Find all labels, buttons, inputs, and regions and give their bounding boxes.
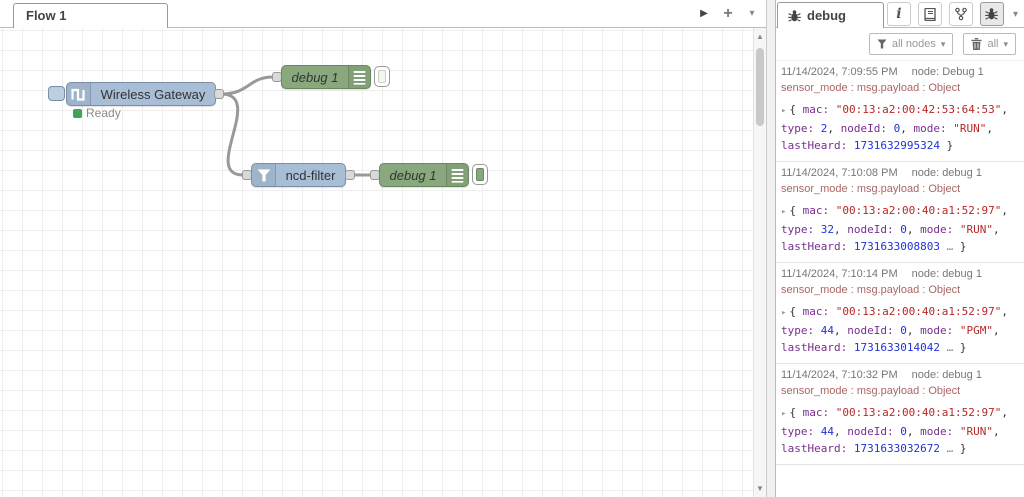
message-payload-json: { mac: "00:13:a2:00:42:53:64:53", type: … — [781, 103, 1008, 152]
node-wireless-gateway[interactable]: Wireless Gateway — [66, 82, 216, 106]
message-topic: sensor_mode : msg.payload : Object — [781, 284, 961, 296]
clear-messages-button[interactable]: all ▾ — [963, 33, 1016, 55]
node-label: debug 1 — [291, 69, 339, 85]
message-meta: 11/14/2024, 7:10:32 PM node: debug 1 — [781, 369, 1016, 382]
bug-icon — [985, 8, 999, 20]
message-timestamp: 11/14/2024, 7:10:32 PM — [781, 369, 898, 381]
scroll-down-icon[interactable]: ▼ — [756, 484, 764, 493]
flow-canvas[interactable]: Wireless Gateway Ready debug 1 — [0, 28, 753, 497]
message-payload[interactable]: ▸{ mac: "00:13:a2:00:40:a1:52:97", type:… — [781, 202, 1016, 255]
flow-list-caret-icon[interactable]: ▾ — [742, 4, 762, 24]
workspace: Flow 1 ▶ + ▾ Wireless Gateway — [0, 0, 766, 497]
debug-message: 11/14/2024, 7:10:14 PM node: debug 1 sens… — [776, 263, 1024, 364]
message-timestamp: 11/14/2024, 7:10:08 PM — [781, 167, 898, 179]
debug-tab-button[interactable] — [979, 2, 1004, 26]
message-meta: 11/14/2024, 7:09:55 PM node: Debug 1 — [781, 66, 1016, 79]
debug-message: 11/14/2024, 7:09:55 PM node: Debug 1 sens… — [776, 61, 1024, 162]
tab-flow-1[interactable]: Flow 1 — [13, 3, 168, 28]
message-meta: 11/14/2024, 7:10:08 PM node: debug 1 — [781, 167, 1016, 180]
debug-sidebar: debug i — [776, 0, 1024, 497]
scroll-up-icon[interactable]: ▲ — [756, 32, 764, 41]
message-node: node: debug 1 — [911, 268, 982, 280]
message-topic: sensor_mode : msg.payload : Object — [781, 82, 961, 94]
expand-arrow-icon[interactable]: ▸ — [781, 207, 787, 217]
debug-toolbar: all nodes ▾ all ▾ — [776, 28, 1024, 60]
toggle-state — [378, 70, 386, 83]
status-text: Ready — [86, 106, 121, 120]
debug-message-list[interactable]: 11/14/2024, 7:09:55 PM node: Debug 1 sens… — [776, 60, 1024, 497]
message-node: node: debug 1 — [911, 369, 982, 381]
debug-lines-icon — [348, 66, 370, 88]
help-tab-button[interactable] — [917, 2, 942, 26]
message-payload-json: { mac: "00:13:a2:00:40:a1:52:97", type: … — [781, 305, 1008, 354]
trash-icon — [971, 38, 982, 50]
bug-icon — [788, 9, 801, 22]
message-node: node: debug 1 — [911, 167, 982, 179]
debug-message: 11/14/2024, 7:10:08 PM node: debug 1 sens… — [776, 162, 1024, 263]
node-status: Ready — [73, 106, 121, 120]
filter-nodes-button[interactable]: all nodes ▾ — [868, 33, 954, 55]
chevron-down-icon: ▾ — [1003, 38, 1008, 49]
message-topic: sensor_mode : msg.payload : Object — [781, 385, 961, 397]
message-timestamp: 11/14/2024, 7:10:14 PM — [781, 268, 898, 280]
sidebar-resize-handle[interactable] — [766, 0, 776, 497]
clear-label: all — [987, 38, 999, 50]
node-debug-1-top[interactable]: debug 1 — [281, 65, 371, 89]
node-label: debug 1 — [389, 167, 437, 183]
wire[interactable] — [220, 75, 274, 96]
message-payload[interactable]: ▸{ mac: "00:13:a2:00:42:53:64:53", type:… — [781, 101, 1016, 154]
message-payload-json: { mac: "00:13:a2:00:40:a1:52:97", type: … — [781, 204, 1008, 253]
gateway-node-button[interactable] — [48, 86, 65, 101]
filter-icon — [877, 39, 887, 49]
info-tab-button[interactable]: i — [886, 2, 911, 26]
message-meta: 11/14/2024, 7:10:14 PM node: debug 1 — [781, 268, 1016, 281]
expand-arrow-icon[interactable]: ▸ — [781, 409, 787, 419]
toggle-state — [476, 168, 484, 181]
project-history-tab-button[interactable] — [948, 2, 973, 26]
filter-label: all nodes — [891, 38, 936, 50]
wire[interactable] — [220, 92, 244, 177]
book-icon — [924, 7, 936, 21]
canvas-vertical-scrollbar[interactable]: ▲ ▼ — [753, 28, 766, 497]
message-payload-json: { mac: "00:13:a2:00:40:a1:52:97", type: … — [781, 406, 1008, 455]
message-node: node: Debug 1 — [911, 66, 984, 78]
branch-icon — [955, 7, 967, 21]
message-topic: sensor_mode : msg.payload : Object — [781, 183, 961, 195]
flow-tabbar: Flow 1 ▶ + ▾ — [0, 0, 766, 28]
sidebar-menu-caret-icon[interactable]: ▾ — [1012, 8, 1018, 20]
debug1-top-toggle-button[interactable] — [374, 66, 390, 87]
tab-scroll-right-icon[interactable]: ▶ — [694, 4, 714, 24]
filter-funnel-icon — [252, 164, 276, 186]
expand-arrow-icon[interactable]: ▸ — [781, 106, 787, 116]
message-timestamp: 11/14/2024, 7:09:55 PM — [781, 66, 898, 78]
chevron-down-icon: ▾ — [940, 38, 946, 49]
tab-debug-label: debug — [807, 8, 846, 23]
node-ncd-filter[interactable]: ncd-filter — [251, 163, 346, 187]
expand-arrow-icon[interactable]: ▸ — [781, 308, 787, 318]
node-label: ncd-filter — [285, 167, 336, 183]
sidebar-header-icons: i — [886, 2, 1020, 26]
scrollbar-thumb[interactable] — [756, 48, 764, 126]
sidebar-header: debug i — [776, 0, 1024, 28]
debug-message: 11/14/2024, 7:10:32 PM node: debug 1 sens… — [776, 364, 1024, 465]
node-debug-1-bottom[interactable]: debug 1 — [379, 163, 469, 187]
debug1-bottom-toggle-button[interactable] — [472, 164, 488, 185]
tab-debug[interactable]: debug — [777, 2, 884, 28]
debug-lines-icon — [446, 164, 468, 186]
wires-layer — [220, 75, 371, 177]
gateway-output-port[interactable] — [214, 89, 224, 99]
status-dot-icon — [73, 108, 82, 118]
square-wave-icon — [67, 83, 91, 105]
add-flow-button[interactable]: + — [718, 4, 738, 24]
message-payload[interactable]: ▸{ mac: "00:13:a2:00:40:a1:52:97", type:… — [781, 404, 1016, 457]
ncd-filter-output-port[interactable] — [345, 170, 355, 180]
node-label: Wireless Gateway — [100, 86, 206, 102]
message-payload[interactable]: ▸{ mac: "00:13:a2:00:40:a1:52:97", type:… — [781, 303, 1016, 356]
info-icon: i — [896, 6, 902, 22]
